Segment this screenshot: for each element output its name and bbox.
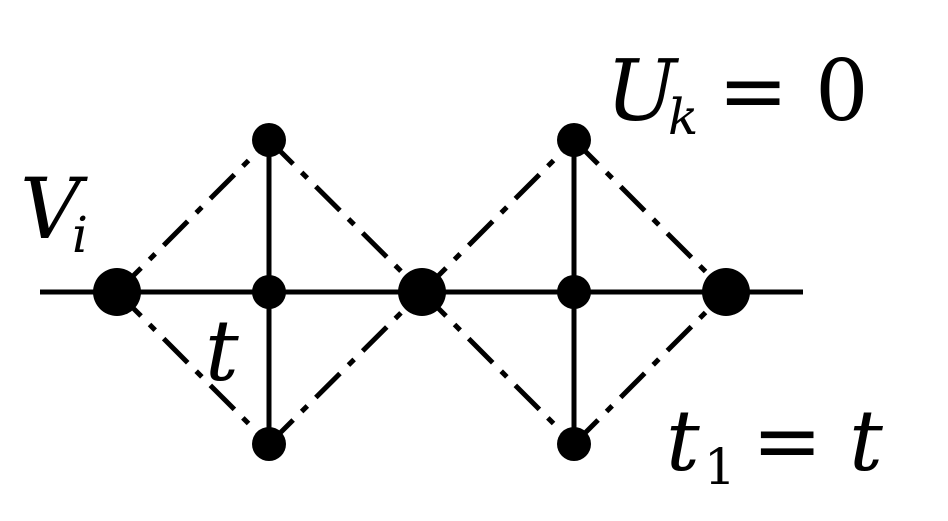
hopping-ratio-label: t 1 = t xyxy=(666,392,883,496)
small-site xyxy=(557,123,591,157)
diagonal-bond xyxy=(267,290,424,446)
hopping-label: t xyxy=(205,302,239,400)
interaction-symbol: U xyxy=(606,42,680,140)
site-potential-symbol: V xyxy=(20,160,88,258)
site-potential-label: V i xyxy=(20,160,88,264)
hopping-ratio-equals: = t xyxy=(752,392,883,490)
small-site xyxy=(252,427,286,461)
hub-site xyxy=(93,268,141,316)
small-site xyxy=(252,275,286,309)
small-site xyxy=(557,427,591,461)
interaction-label: U k = 0 xyxy=(606,42,869,146)
small-site xyxy=(557,275,591,309)
interaction-equals-zero: = 0 xyxy=(718,42,869,140)
hopping-ratio-symbol: t xyxy=(666,392,700,490)
interaction-subscript: k xyxy=(668,88,698,146)
diagonal-bond xyxy=(115,138,271,294)
diagonal-bond xyxy=(115,290,271,446)
diagonal-bond xyxy=(267,138,424,294)
diagonal-bond xyxy=(572,290,728,446)
site-potential-subscript: i xyxy=(72,206,88,264)
hopping-ratio-subscript: 1 xyxy=(704,438,736,496)
small-site xyxy=(252,123,286,157)
diagonal-bond xyxy=(572,138,728,294)
diagonal-bond xyxy=(420,138,576,294)
hub-site xyxy=(702,268,750,316)
hub-site xyxy=(398,268,446,316)
diagonal-bond xyxy=(420,290,576,446)
